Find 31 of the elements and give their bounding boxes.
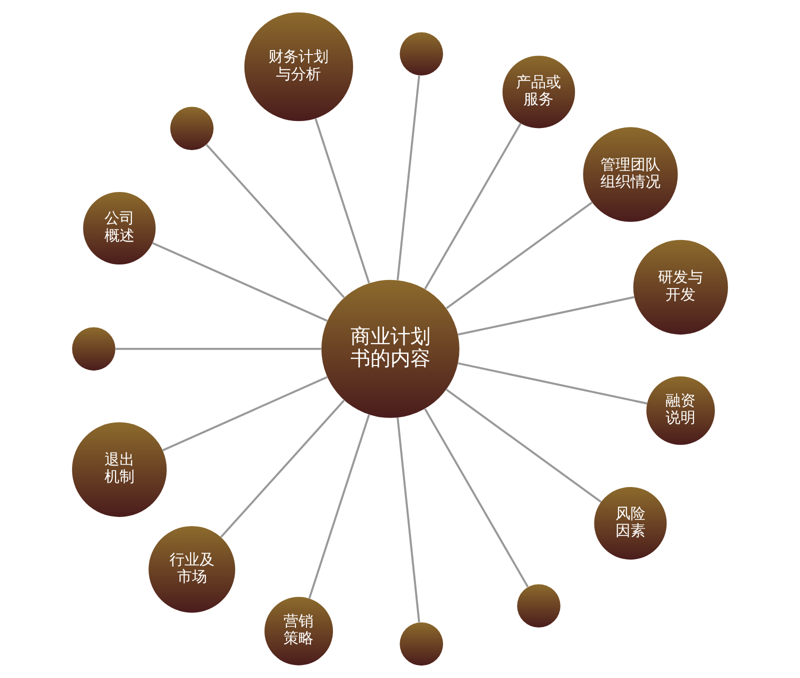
connector [308,414,370,599]
connector [162,376,328,452]
node-circle [517,584,560,628]
connector [116,348,322,350]
connector [396,418,420,622]
connector [152,242,328,322]
node-circle: 研发与开发 [633,240,728,335]
connector [458,362,648,404]
connector [446,388,602,503]
node-circle: 商业计划书的内容 [321,280,460,418]
connector [446,202,593,310]
node-circle: 管理团队组织情况 [583,127,678,222]
node-circle: 融资说明 [646,376,715,445]
connector [206,144,345,298]
node-circle [170,106,214,150]
connector [424,408,529,588]
node-circle: 行业及市场 [148,526,236,613]
node-circle: 产品或服务 [502,56,576,128]
node-circle: 公司概述 [83,192,156,265]
node-circle [72,327,116,371]
node-circle: 风险因素 [594,487,667,560]
node-circle [400,32,444,76]
node-circle [400,622,444,666]
connector [396,76,420,280]
node-circle: 财务计划与分析 [244,12,354,122]
connector [314,118,370,284]
connector [458,296,634,336]
node-circle: 退出机制 [72,422,167,517]
connector [424,122,522,290]
node-circle: 营销策略 [264,596,333,666]
connector [220,400,345,538]
